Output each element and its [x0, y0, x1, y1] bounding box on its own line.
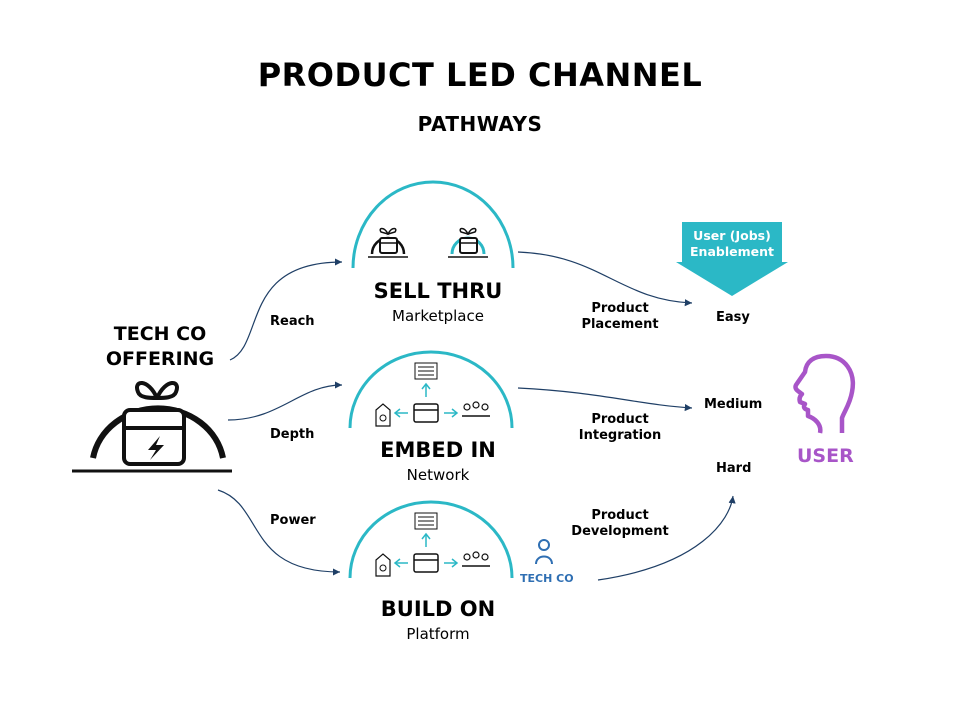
medium-label: Medium [704, 397, 763, 412]
integration-line1: Product [591, 412, 649, 427]
user-head-icon [793, 353, 856, 434]
integration-label: Product Integration [560, 412, 680, 444]
placement-line1: Product [591, 301, 649, 316]
hard-label: Hard [716, 461, 752, 476]
user-label: USER [797, 445, 854, 467]
marketplace-box-icon-teal [448, 227, 488, 258]
sell-thru-title: SELL THRU [373, 279, 503, 303]
techco-person-icon [535, 539, 553, 565]
integration-line2: Integration [578, 428, 662, 443]
power-label: Power [270, 513, 316, 528]
network-icons [375, 362, 490, 427]
enablement-line1: User (Jobs) [693, 228, 771, 243]
build-on-title: BUILD ON [380, 597, 496, 621]
techco-label: TECH CO [520, 572, 574, 585]
depth-label: Depth [270, 427, 315, 442]
build-on-dome [348, 500, 514, 579]
offering-box-icon [72, 381, 232, 473]
reach-connector [229, 258, 343, 361]
enablement-line2: Enablement [690, 244, 774, 259]
sell-thru-subtitle: Marketplace [392, 307, 484, 325]
placement-label: Product Placement [560, 301, 680, 333]
page-title: PRODUCT LED CHANNEL [257, 56, 703, 94]
embed-in-subtitle: Network [406, 466, 470, 484]
placement-line2: Placement [581, 317, 659, 332]
reach-label: Reach [270, 314, 315, 329]
platform-icons [375, 512, 490, 577]
page-subtitle: PATHWAYS [417, 112, 543, 136]
development-label: Product Development [560, 508, 680, 540]
integration-connector [517, 387, 693, 412]
development-connector [597, 495, 736, 581]
depth-connector [227, 381, 343, 421]
easy-label: Easy [716, 310, 750, 325]
offering-line2: OFFERING [105, 348, 215, 370]
enablement-arrow [676, 222, 788, 296]
offering-label: TECH CO OFFERING [80, 322, 240, 372]
embed-in-title: EMBED IN [380, 438, 496, 462]
development-line1: Product [591, 508, 649, 523]
marketplace-box-icon-dark [368, 227, 408, 258]
placement-connector [517, 251, 693, 307]
build-on-subtitle: Platform [406, 625, 470, 643]
power-connector [217, 489, 341, 576]
development-line2: Development [571, 524, 669, 539]
enablement-label: User (Jobs) Enablement [682, 228, 782, 260]
offering-line1: TECH CO [113, 323, 207, 345]
embed-in-dome [348, 350, 514, 429]
sell-thru-dome [351, 180, 515, 269]
